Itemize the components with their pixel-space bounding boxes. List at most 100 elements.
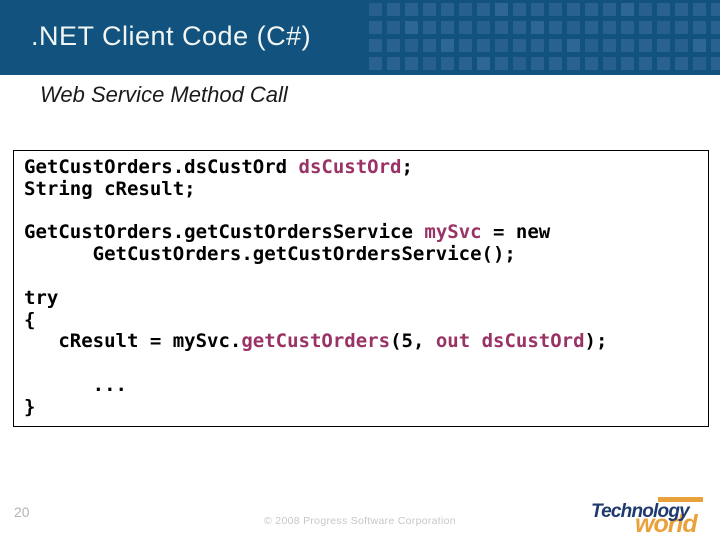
code-line: cResult = mySvc.getCustOrders(5, out dsC… [24,330,608,353]
header-square [369,57,382,70]
header-square [621,3,634,16]
header-square [531,21,544,34]
header-square [711,39,720,52]
page-title: .NET Client Code (C#) [31,21,312,51]
header-square [495,39,508,52]
header-square [639,3,652,16]
code-line: try [24,286,59,309]
header-square [423,3,436,16]
header-square [567,57,580,70]
header-square [621,21,634,34]
header-square [513,21,526,34]
code-line [24,201,698,223]
header-square [657,3,670,16]
header-square [675,3,688,16]
header-square [441,57,454,70]
header-square [477,3,490,16]
header-square [549,21,562,34]
logo-text-technology: Technology [591,501,690,522]
header-square [513,57,526,70]
copyright-text: © 2008 Progress Software Corporation [264,515,456,527]
header-square [585,57,598,70]
header-square [711,3,720,16]
slide-header-bar: .NET Client Code (C#) [0,0,720,75]
header-square [693,3,706,16]
header-square [657,39,670,52]
header-square [405,57,418,70]
header-square [531,3,544,16]
header-square [495,57,508,70]
header-square [693,57,706,70]
header-square [603,3,616,16]
header-square [639,21,652,34]
header-square [531,39,544,52]
header-square [387,21,400,34]
slide-subtitle: Web Service Method Call [40,82,288,107]
header-square [477,21,490,34]
header-square [387,39,400,52]
header-square [657,21,670,34]
header-square [567,39,580,52]
header-square [459,21,472,34]
code-line [24,266,698,288]
header-square [585,39,598,52]
code-line: } [24,395,36,418]
header-square [603,57,616,70]
header-square [423,39,436,52]
code-block: GetCustOrders.dsCustOrd dsCustOrd;String… [14,151,708,425]
header-square [477,39,490,52]
code-box: GetCustOrders.dsCustOrd dsCustOrd;String… [13,150,709,427]
code-line: GetCustOrders.dsCustOrd dsCustOrd; [24,156,413,178]
header-square [711,21,720,34]
header-square [585,21,598,34]
header-square [423,57,436,70]
header-square [603,21,616,34]
header-square [459,39,472,52]
header-square [495,3,508,16]
header-square [405,3,418,16]
code-line [24,353,698,375]
header-square [369,39,382,52]
header-square [549,3,562,16]
header-square [513,39,526,52]
header-square [441,3,454,16]
header-square [657,57,670,70]
header-square [585,3,598,16]
header-square [369,21,382,34]
header-square [387,3,400,16]
code-line: ... [24,373,127,396]
header-square [405,39,418,52]
header-square [711,57,720,70]
header-square [639,39,652,52]
header-square [531,57,544,70]
header-square [459,57,472,70]
header-square [639,57,652,70]
header-square [675,57,688,70]
code-line: GetCustOrders.getCustOrdersService mySvc… [24,221,551,244]
logo-banner-decoration [658,497,703,502]
header-square [495,21,508,34]
header-square [621,39,634,52]
header-square [603,39,616,52]
header-square [621,57,634,70]
header-squares-decoration [369,3,720,70]
header-square [675,21,688,34]
code-line: { [24,308,36,331]
header-square [423,21,436,34]
page-number: 20 [14,504,30,520]
header-square [549,39,562,52]
header-square [567,21,580,34]
header-square [693,39,706,52]
header-square [369,3,382,16]
code-line: GetCustOrders.getCustOrdersService(); [24,243,516,266]
technology-world-logo: Technology world [591,494,715,538]
code-line: String cResult; [24,177,196,200]
header-square [567,3,580,16]
header-square [513,3,526,16]
header-square [387,57,400,70]
header-square [459,3,472,16]
header-square [405,21,418,34]
header-square [675,39,688,52]
header-square [693,21,706,34]
